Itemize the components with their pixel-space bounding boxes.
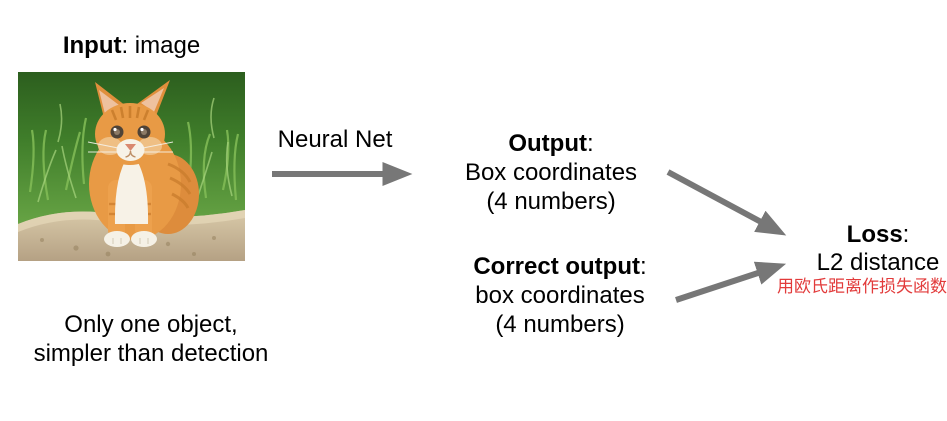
note-text: Only one object, simpler than detection [5,310,297,368]
loss-title: Loss: [795,221,947,249]
output-to-loss-arrow-icon [666,169,787,236]
input-label: Input: image [18,31,245,60]
correct-output-line-3: (4 numbers) [495,311,625,338]
output-label: Output: Box coordinates (4 numbers) [441,129,661,216]
output-line-3: (4 numbers) [486,188,616,215]
kitten-photo [18,72,245,261]
output-title: Output: [441,129,661,158]
kitten-photo-art [18,72,245,261]
note-line-2: simpler than detection [33,340,269,367]
correct-output-label: Correct output: box coordinates (4 numbe… [443,252,677,339]
input-label-bold: Input [62,32,122,59]
loss-line-2: L2 distance [816,249,940,276]
note-line-1: Only one object, [64,311,238,338]
loss-label: Loss: L2 distance [795,221,947,277]
loss-title-colon: : [902,221,910,248]
correct-to-loss-arrow-icon [675,261,787,303]
correct-output-title-bold: Correct output [473,253,640,280]
neural-net-label: Neural Net [277,126,393,153]
chinese-annotation: 用欧氏距离作损失函数 [777,277,947,296]
correct-output-title-colon: : [639,253,647,280]
output-title-colon: : [586,130,594,157]
correct-output-title: Correct output: [443,252,677,281]
input-label-rest: : image [121,32,201,59]
correct-output-line-2: box coordinates [475,282,645,309]
loss-title-bold: Loss [846,221,903,248]
output-title-bold: Output [508,130,587,157]
output-line-2: Box coordinates [464,159,638,186]
